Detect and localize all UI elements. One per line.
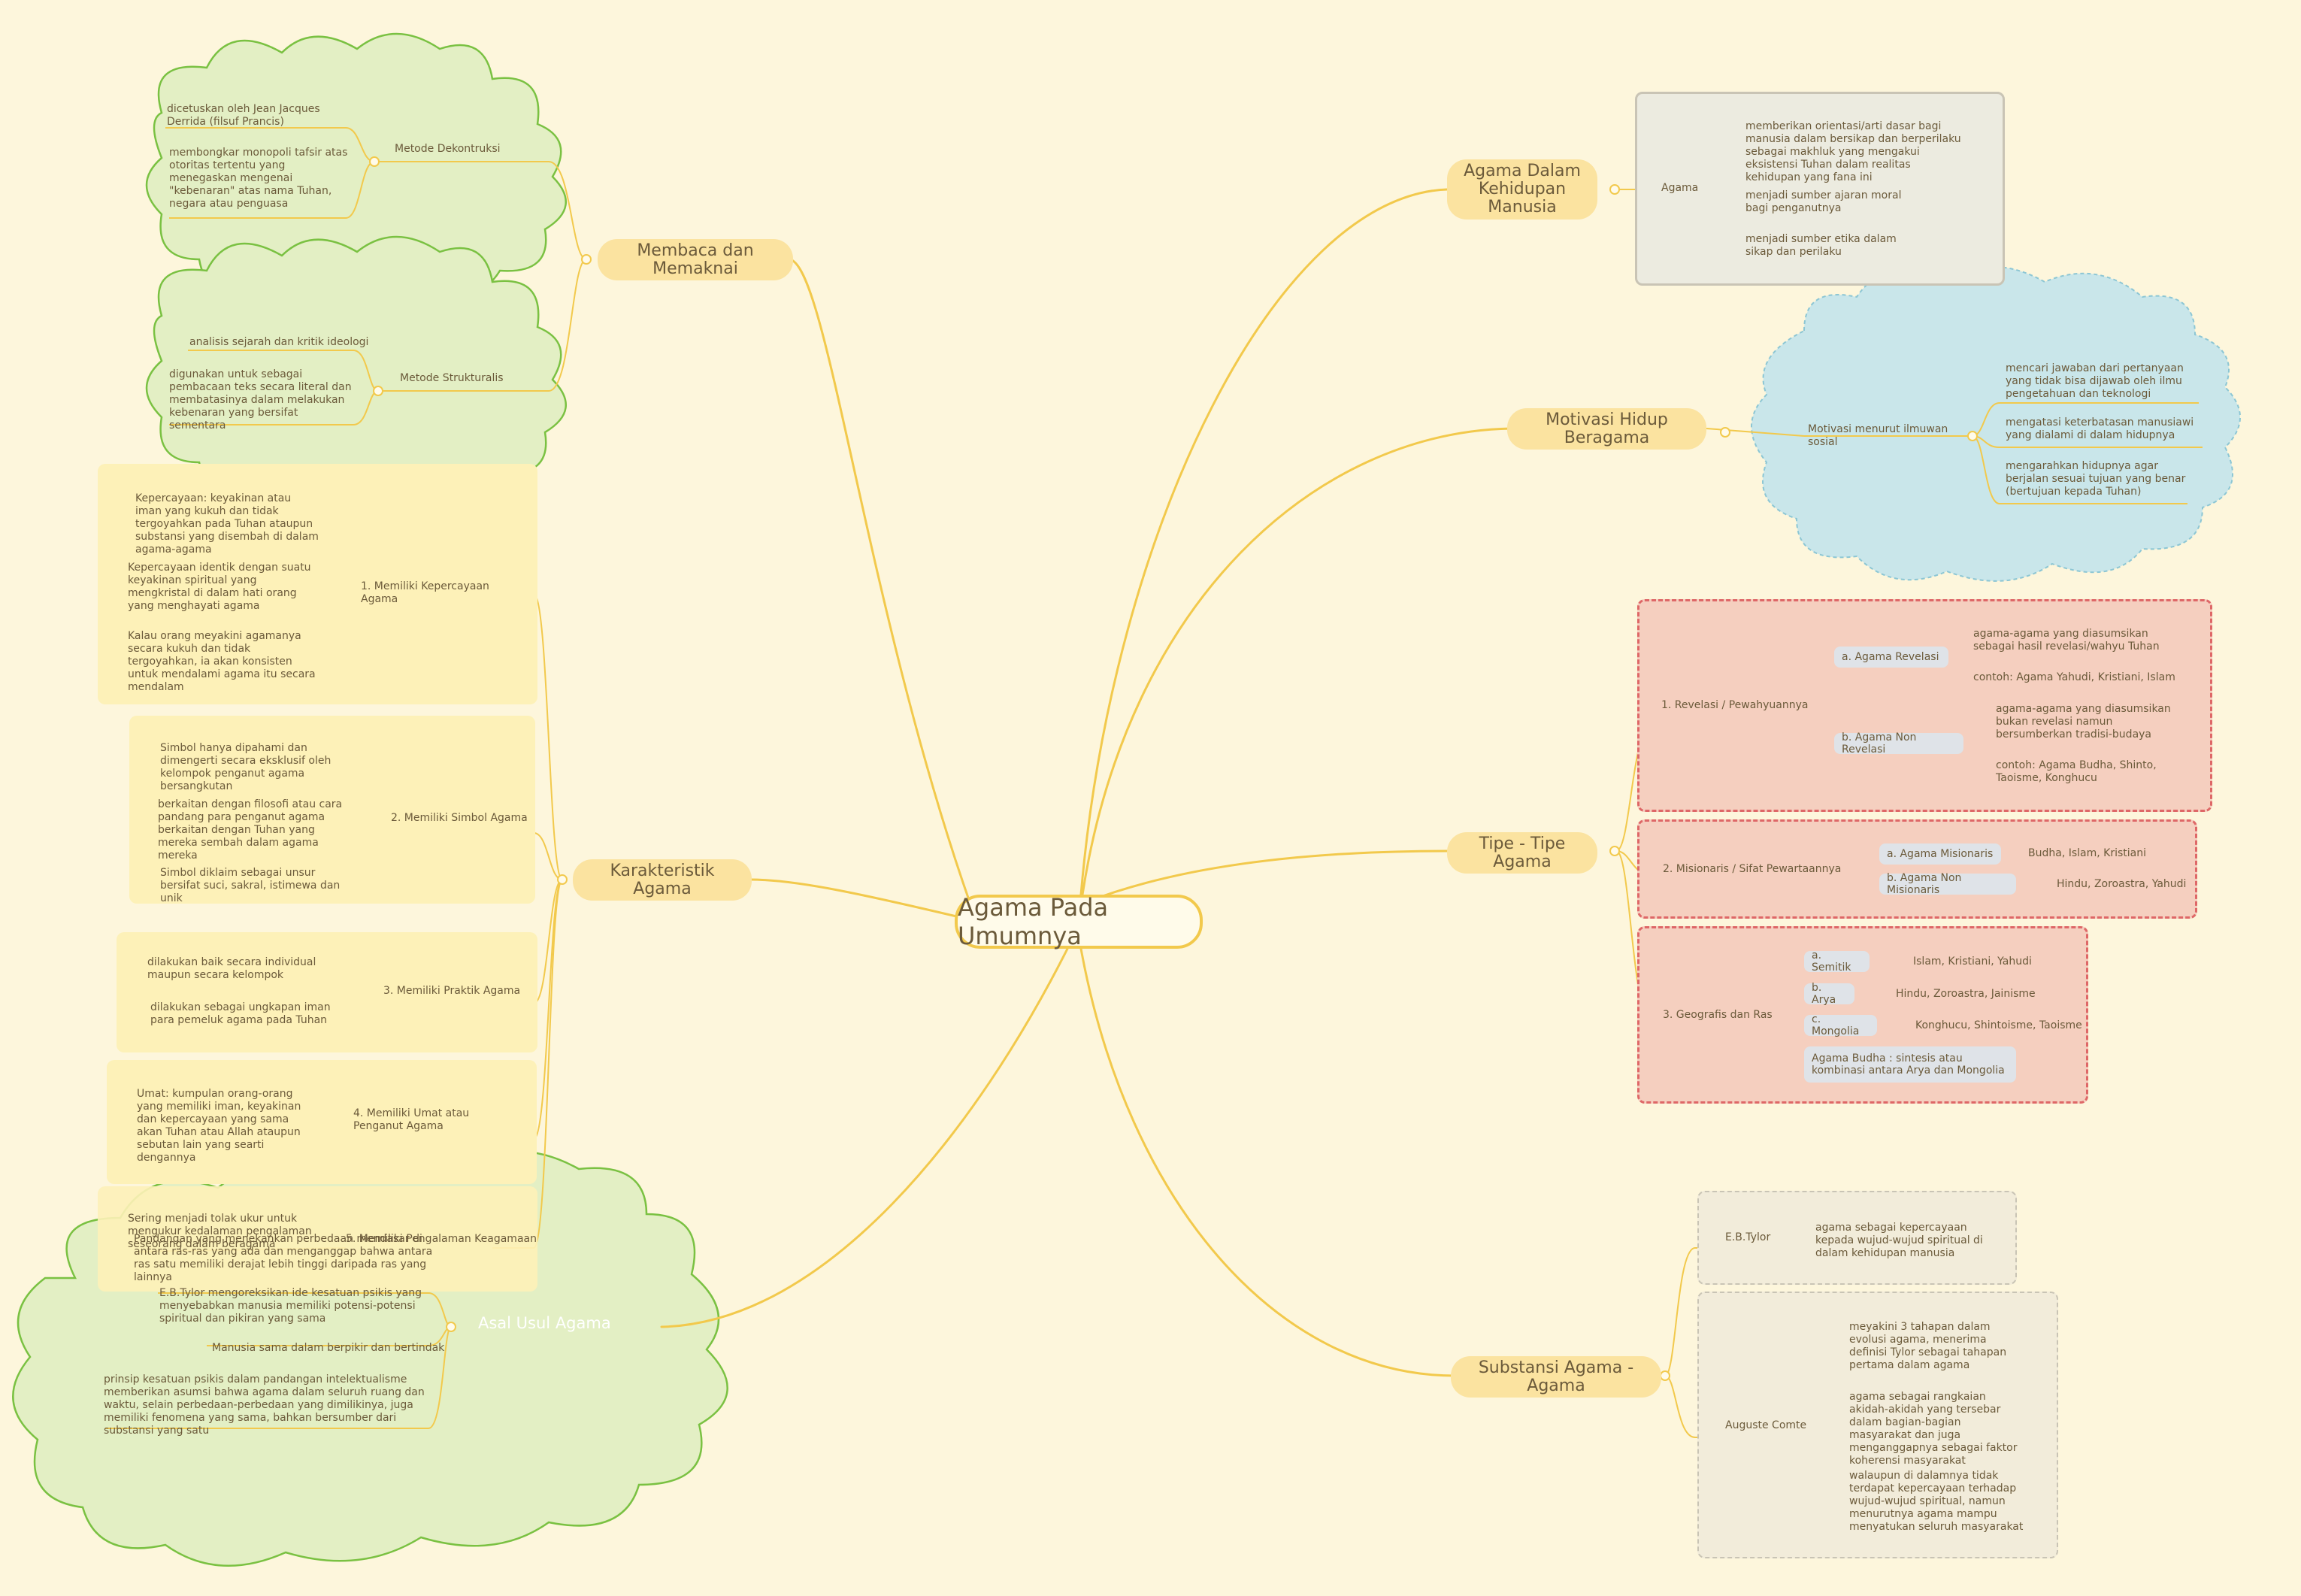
membaca-dekon-item-1[interactable]: dicetuskan oleh Jean Jacques Derrida (fi… [167, 103, 320, 128]
tipe-geo-item-1-key[interactable]: a. Semitik [1804, 949, 1870, 974]
cloud-motivasi [1751, 266, 2241, 582]
wire-agama-dalam [1079, 188, 1449, 896]
substansi-comte-item-3[interactable]: walaupun di dalamnya tidak terdapat kepe… [1849, 1470, 2024, 1533]
motivasi-item-3[interactable]: mengarahkan hidupnya agar berjalan sesua… [2006, 460, 2186, 498]
tipe-geo-note[interactable]: Agama Budha : sintesis atau kombinasi an… [1804, 1046, 2016, 1083]
wire-karakteristik [749, 878, 967, 920]
tipe-geo-label[interactable]: 3. Geografis dan Ras [1663, 1009, 1773, 1021]
asal-usul-item-2[interactable]: E.B.Tylor mengoreksikan ide kesatuan psi… [159, 1287, 422, 1325]
agama-dalam-item-2[interactable]: menjadi sumber ajaran moral bagi penganu… [1745, 189, 1902, 214]
membaca-struk-item-2[interactable]: digunakan untuk sebagai pembacaan teks s… [169, 368, 352, 432]
karakteristik-2-item-3[interactable]: Simbol diklaim sebagai unsur bersifat su… [160, 867, 341, 904]
tipe-misi-label[interactable]: 2. Misionaris / Sifat Pewartaannya [1663, 863, 1842, 875]
tipe-geo-item-3-key[interactable]: c. Mongolia [1804, 1013, 1877, 1037]
card-karakteristik-4 [107, 1060, 537, 1184]
wire-asal-usul [660, 947, 1069, 1328]
membaca-dekon[interactable]: Metode Dekontruksi [395, 143, 501, 155]
motivasi-sub[interactable]: Motivasi menurut ilmuwan sosial [1808, 423, 1948, 448]
karakteristik-3-label[interactable]: 3. Memiliki Praktik Agama [383, 985, 521, 997]
card-tipe-misi [1637, 819, 2197, 919]
karakteristik-2-label[interactable]: 2. Memiliki Simbol Agama [391, 812, 528, 824]
card-karakteristik-1 [98, 464, 537, 704]
karakteristik-5-label[interactable]: 5. Memiliki Pengalaman Keagamaan [346, 1233, 537, 1245]
substansi-tylor-item[interactable]: agama sebagai kepercayaan kepada wujud-w… [1815, 1222, 1983, 1259]
tipe-geo-item-2-key[interactable]: b. Arya [1804, 982, 1854, 1006]
karakteristik-2-item-2[interactable]: berkaitan dengan filosofi atau cara pand… [158, 798, 343, 862]
topic-membaca[interactable]: Membaca dan Memaknai [598, 239, 793, 280]
motivasi-item-1[interactable]: mencari jawaban dari pertanyaan yang tid… [2006, 362, 2184, 400]
membaca-struk-item-1[interactable]: analisis sejarah dan kritik ideologi [189, 336, 369, 348]
wire-motivasi [1081, 427, 1512, 896]
tipe-wahyu-label[interactable]: 1. Revelasi / Pewahyuannya [1661, 699, 1809, 711]
agama-dalam-item-1[interactable]: memberikan orientasi/arti dasar bagi man… [1745, 120, 1961, 183]
membaca-struk[interactable]: Metode Strukturalis [400, 372, 504, 384]
tipe-geo-item-2-val[interactable]: Hindu, Zoroastra, Jainisme [1896, 988, 2036, 1000]
topic-tipe[interactable]: Tipe - Tipe Agama [1447, 832, 1597, 874]
substansi-comte-item-1[interactable]: meyakini 3 tahapan dalam evolusi agama, … [1849, 1321, 2007, 1371]
agama-dalam-sub[interactable]: Agama [1661, 182, 1699, 194]
wire-substansi [1079, 947, 1456, 1377]
karakteristik-1-item-3[interactable]: Kalau orang meyakini agamanya secara kuk… [128, 630, 316, 693]
karakteristik-5-item-1[interactable]: Sering menjadi tolak ukur untuk mengukur… [128, 1213, 312, 1250]
card-karakteristik-3 [117, 932, 537, 1052]
tipe-wahyu-a-item-1[interactable]: agama-agama yang diasumsikan sebagai has… [1973, 628, 2160, 653]
substansi-comte[interactable]: Auguste Comte [1725, 1419, 1807, 1431]
card-karakteristik-2 [129, 716, 535, 904]
karakteristik-1-item-2[interactable]: Kepercayaan identik dengan suatu keyakin… [128, 562, 311, 612]
karakteristik-4-item-1[interactable]: Umat: kumpulan orang-orang yang memiliki… [137, 1088, 301, 1164]
tipe-misi-a-val[interactable]: Budha, Islam, Kristiani [2028, 847, 2146, 859]
tipe-misi-b-val[interactable]: Hindu, Zoroastra, Yahudi [2057, 878, 2187, 890]
karakteristik-1-item-1[interactable]: Kepercayaan: keyakinan atau iman yang ku… [135, 492, 319, 556]
topic-agama-dalam[interactable]: Agama Dalam Kehidupan Manusia [1447, 159, 1597, 220]
membaca-dekon-item-2[interactable]: membongkar monopoli tafsir atas otoritas… [169, 147, 348, 210]
tipe-wahyu-b-item-2[interactable]: contoh: Agama Budha, Shinto, Taoisme, Ko… [1996, 759, 2157, 784]
tipe-wahyu-b-item-1[interactable]: agama-agama yang diasumsikan bukan revel… [1996, 703, 2171, 740]
wire-tipe [1085, 849, 1449, 904]
karakteristik-3-item-1[interactable]: dilakukan baik secara individual maupun … [147, 956, 316, 981]
tipe-misi-b[interactable]: b. Agama Non Misionaris [1879, 872, 2016, 896]
central-topic[interactable]: Agama Pada Umumnya [955, 893, 1203, 950]
asal-usul-item-3[interactable]: Manusia sama dalam berpikir dan bertinda… [212, 1342, 445, 1354]
karakteristik-2-item-1[interactable]: Simbol hanya dipahami dan dimengerti sec… [160, 742, 332, 792]
tipe-geo-item-1-val[interactable]: Islam, Kristiani, Yahudi [1913, 955, 2032, 968]
wire-membaca [788, 258, 971, 904]
cloud-dekontruksi [145, 32, 568, 306]
cloud-strukturalis [145, 235, 568, 509]
topic-karakteristik[interactable]: Karakteristik Agama [573, 859, 752, 901]
tipe-misi-a[interactable]: a. Agama Misionaris [1879, 843, 2001, 865]
substansi-tylor[interactable]: E.B.Tylor [1725, 1231, 1771, 1243]
karakteristik-4-label[interactable]: 4. Memiliki Umat atau Penganut Agama [353, 1107, 470, 1132]
tipe-wahyu-a-item-2[interactable]: contoh: Agama Yahudi, Kristiani, Islam [1973, 671, 2175, 683]
tipe-wahyu-a[interactable]: a. Agama Revelasi [1834, 647, 1948, 668]
topic-substansi[interactable]: Substansi Agama - Agama [1451, 1356, 1661, 1398]
card-karakteristik-5 [98, 1186, 537, 1292]
card-substansi-comte [1697, 1292, 2058, 1558]
topic-motivasi[interactable]: Motivasi Hidup Beragama [1507, 408, 1706, 450]
karakteristik-1-label[interactable]: 1. Memiliki Kepercayaan Agama [361, 580, 489, 605]
motivasi-item-2[interactable]: mengatasi keterbatasan manusiawi yang di… [2006, 416, 2194, 441]
karakteristik-3-item-2[interactable]: dilakukan sebagai ungkapan iman para pem… [150, 1001, 331, 1026]
agama-dalam-item-3[interactable]: menjadi sumber etika dalam sikap dan per… [1745, 233, 1897, 258]
tipe-wahyu-b[interactable]: b. Agama Non Revelasi [1834, 731, 1963, 756]
card-tipe-wahyu [1637, 599, 2212, 812]
card-agama-dalam [1635, 92, 2005, 286]
substansi-comte-item-2[interactable]: agama sebagai rangkaian akidah-akidah ya… [1849, 1391, 2018, 1467]
card-substansi-tylor [1697, 1191, 2017, 1285]
topic-asal-usul[interactable]: Asal Usul Agama [478, 1314, 611, 1332]
asal-usul-item-1[interactable]: Pandangan yang menekankan perbedaan mend… [134, 1233, 433, 1283]
tipe-geo-item-3-val[interactable]: Konghucu, Shintoisme, Taoisme [1915, 1019, 2082, 1031]
asal-usul-item-4[interactable]: prinsip kesatuan psikis dalam pandangan … [104, 1373, 425, 1437]
